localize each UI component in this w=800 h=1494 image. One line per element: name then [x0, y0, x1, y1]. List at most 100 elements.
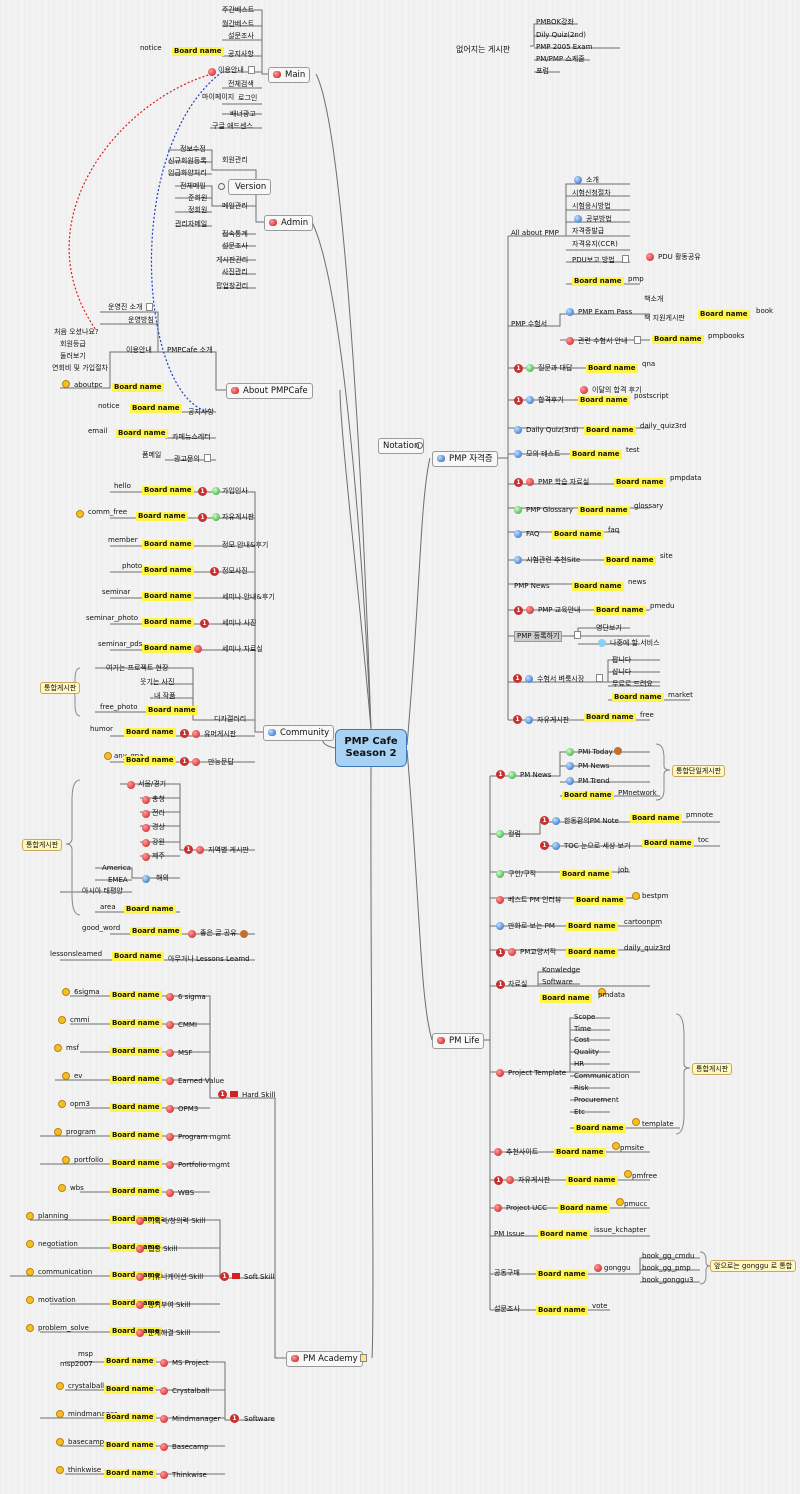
- community-item[interactable]: 세미나 안내&후기: [222, 593, 275, 601]
- branch-admin[interactable]: Admin: [264, 215, 314, 231]
- region-item[interactable]: 서울/경기: [138, 780, 167, 788]
- pmp-subitem[interactable]: 시험신청절차: [572, 189, 611, 197]
- pmlife-item[interactable]: 컬럼: [508, 830, 521, 838]
- region-item[interactable]: 해외: [156, 874, 169, 882]
- disappearing-item[interactable]: PM/PMP 스케줄: [536, 55, 585, 63]
- pmlife-item[interactable]: 자유게시판: [518, 1176, 551, 1184]
- admin-item[interactable]: 접속통계: [222, 230, 248, 238]
- pmp-item[interactable]: PMP Glossary: [526, 506, 573, 514]
- admin-item[interactable]: 팝업창관리: [216, 282, 249, 290]
- pmp-item[interactable]: FAQ: [526, 530, 540, 538]
- admin-item[interactable]: 신규회원등록: [168, 157, 207, 165]
- community-item[interactable]: 세미나 사진: [222, 619, 257, 627]
- branch-main[interactable]: Main: [268, 67, 311, 83]
- notation-node[interactable]: Notation: [378, 438, 425, 454]
- academy-item[interactable]: Mindmanager: [172, 1415, 221, 1423]
- pmp-subitem[interactable]: 소개: [586, 176, 599, 184]
- admin-item[interactable]: 준회원: [188, 194, 208, 202]
- groupbuy-item[interactable]: book_gg_cmdu: [642, 1252, 695, 1260]
- pmp-item[interactable]: PMP 수험서: [511, 320, 548, 328]
- pmp-subitem[interactable]: 시험응시방법: [572, 202, 611, 210]
- guide-item[interactable]: 처음 오셨나요?: [54, 328, 99, 336]
- pmp-item[interactable]: 합격후기: [538, 396, 564, 404]
- admin-item[interactable]: 정회원: [188, 206, 208, 214]
- academy-item[interactable]: 기획력/창의력 Skill: [148, 1217, 206, 1225]
- pmp-subitem[interactable]: 나중에 할 서비스: [610, 639, 660, 647]
- community-item[interactable]: 자유게시판: [222, 513, 255, 521]
- branch-about[interactable]: About PMPCafe: [226, 383, 313, 399]
- pmlife-subitem[interactable]: PM News: [578, 762, 610, 770]
- academy-item[interactable]: Crystalball: [172, 1387, 210, 1395]
- academy-item[interactable]: 커뮤니케이션 Skill: [148, 1273, 204, 1281]
- admin-item[interactable]: 설문조사: [222, 242, 248, 250]
- guide-item[interactable]: 회원등급: [60, 340, 86, 348]
- pmlife-item[interactable]: PM교양서적: [520, 948, 557, 956]
- pmp-subitem[interactable]: 팝니다: [612, 656, 632, 664]
- pmlife-item[interactable]: 설문조사: [494, 1305, 520, 1313]
- about-item[interactable]: 이용안내: [126, 346, 152, 354]
- admin-group[interactable]: 메일관리: [222, 202, 248, 210]
- pmp-subitem[interactable]: 무료로 드려요: [612, 680, 653, 688]
- gallery-item[interactable]: 여기는 프로젝트 현장: [106, 664, 169, 672]
- pmlife-item[interactable]: 자료실: [508, 980, 528, 988]
- template-item[interactable]: HR: [574, 1060, 585, 1068]
- academy-item[interactable]: Earned Value: [178, 1077, 225, 1085]
- template-item[interactable]: Etc: [574, 1108, 586, 1116]
- admin-item[interactable]: 전체메일: [180, 182, 206, 190]
- community-item[interactable]: 지역별 게시판: [208, 846, 249, 854]
- guide-item[interactable]: 연회비 및 가입절차: [52, 364, 108, 372]
- disappearing-item[interactable]: PMP 2005 Exam: [536, 43, 593, 51]
- pmlife-item[interactable]: PM Issue: [494, 1230, 525, 1238]
- disappearing-item[interactable]: Dily Quiz(2nd): [536, 31, 587, 39]
- overseas-item[interactable]: EMEA: [108, 876, 128, 884]
- pmp-item[interactable]: PMP 교육안내: [538, 606, 581, 614]
- community-item[interactable]: 가입인사: [222, 487, 248, 495]
- academy-item[interactable]: WBS: [178, 1189, 195, 1197]
- pmp-item[interactable]: 모의 테스트: [526, 450, 561, 458]
- main-item[interactable]: 마이페이지: [202, 93, 235, 101]
- pmlife-subitem[interactable]: 한동환의PM Note: [564, 817, 619, 825]
- pmlife-item[interactable]: 베스트 PM 인터뷰: [508, 896, 562, 904]
- pmlife-item[interactable]: 추천사이트: [506, 1148, 539, 1156]
- template-item[interactable]: Time: [574, 1025, 592, 1033]
- community-item[interactable]: 아무거나 Lessons Leamd: [168, 955, 250, 963]
- pmlife-subitem[interactable]: TOC 눈으로 세상 보기: [564, 842, 631, 850]
- branch-community[interactable]: Community: [263, 725, 335, 741]
- academy-item[interactable]: Thinkwise: [172, 1471, 207, 1479]
- community-item[interactable]: 유머게시판: [204, 730, 237, 738]
- disappearing-item[interactable]: 포럼: [536, 67, 549, 75]
- pmp-item[interactable]: PMP News: [514, 582, 550, 590]
- admin-group[interactable]: 회원관리: [222, 156, 248, 164]
- pmlife-item[interactable]: 공동구매: [494, 1269, 520, 1277]
- main-item[interactable]: 이용안내: [218, 66, 244, 74]
- pmp-item[interactable]: Daily Quiz(3rd): [526, 426, 579, 434]
- academy-item[interactable]: 동기부여 Skill: [148, 1301, 191, 1309]
- pmp-subitem[interactable]: 이달의 합격 후기: [592, 386, 642, 394]
- admin-item[interactable]: 사진관리: [222, 268, 248, 276]
- main-item[interactable]: 공지사항: [228, 50, 254, 58]
- collapse-toggle-icon[interactable]: [416, 442, 423, 449]
- academy-item[interactable]: 협상 Skill: [148, 1245, 178, 1253]
- pmlife-subitem[interactable]: PMI Today: [578, 748, 613, 756]
- main-item[interactable]: 구글 애드센스: [212, 122, 253, 130]
- region-item[interactable]: 전라: [152, 809, 165, 817]
- pmlife-subitem[interactable]: PM Trend: [578, 777, 610, 785]
- branch-academy[interactable]: PM Academy: [286, 1351, 363, 1367]
- pmp-item[interactable]: All about PMP: [511, 229, 559, 237]
- pmp-subitem[interactable]: 공부방법: [586, 215, 612, 223]
- overseas-item[interactable]: 아시아 태평양: [82, 887, 123, 895]
- central-topic[interactable]: PMP Cafe Season 2: [335, 729, 407, 767]
- collapse-toggle-icon[interactable]: [218, 183, 225, 190]
- academy-item[interactable]: Basecamp: [172, 1443, 209, 1451]
- region-item[interactable]: 강원: [152, 838, 165, 846]
- pmlife-item[interactable]: 만화로 보는 PM: [508, 922, 555, 930]
- main-item[interactable]: 주간베스트: [222, 6, 255, 14]
- academy-item[interactable]: 6 sigma: [178, 993, 206, 1001]
- pmp-subitem[interactable]: 삽니다: [612, 668, 632, 676]
- template-item[interactable]: Procurement: [574, 1096, 619, 1104]
- pmlife-item[interactable]: Project Template: [508, 1069, 567, 1077]
- branch-version[interactable]: Version: [228, 179, 272, 195]
- main-item[interactable]: 배너광고: [230, 110, 256, 118]
- community-item[interactable]: 디카갤러리: [214, 715, 247, 723]
- pmlife-subitem[interactable]: Konwledge: [542, 966, 581, 974]
